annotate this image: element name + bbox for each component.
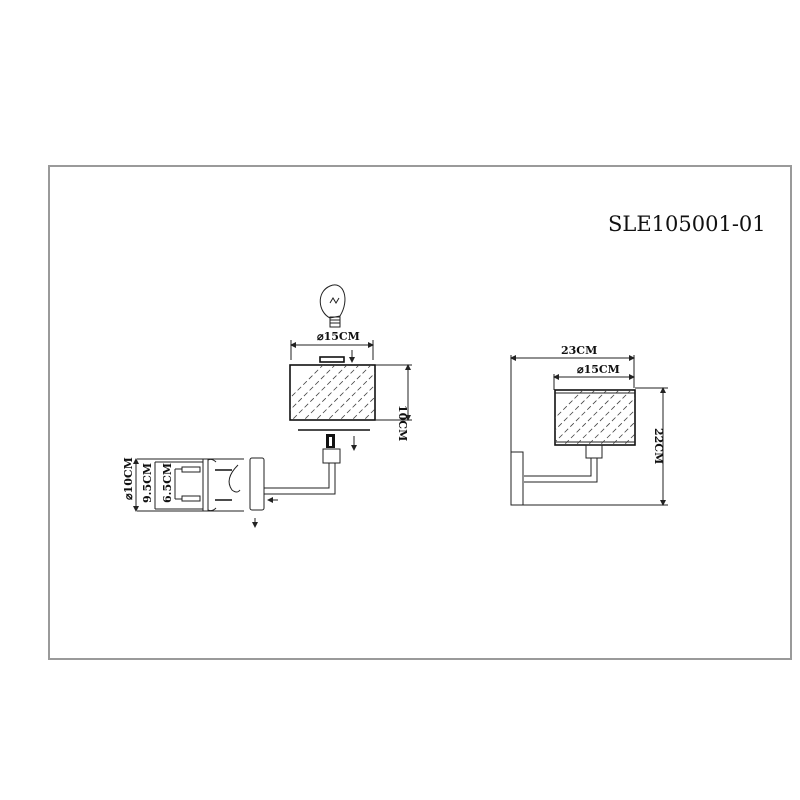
light-bulb-icon xyxy=(319,284,346,328)
socket xyxy=(585,444,603,459)
total-depth-label: 23CM xyxy=(561,344,597,357)
screw-icon xyxy=(215,469,232,501)
lamp-arm xyxy=(264,463,336,495)
shade-height-label: 10CM xyxy=(396,405,409,441)
backplate xyxy=(510,451,524,506)
mount-spacing-outer-label: 9.5CM xyxy=(141,463,154,503)
total-height-label: 22CM xyxy=(652,428,665,464)
mount-spacing-inner-label: 6.5CM xyxy=(161,463,174,503)
shade-diameter-label: ⌀15CM xyxy=(577,363,620,376)
lamp-arm xyxy=(524,458,598,483)
backplate-diameter-label: ⌀10CM xyxy=(122,457,135,500)
dimension-view: 23CM ⌀15CM xyxy=(510,344,668,506)
lamp-shade xyxy=(554,389,636,446)
assembly-view: ⌀15CM 10CM xyxy=(122,284,412,528)
shade-diameter-label: ⌀15CM xyxy=(317,330,360,343)
wall-plug-icon xyxy=(181,466,201,502)
model-code: SLE105001-01 xyxy=(608,212,766,236)
backplate xyxy=(249,457,265,511)
mounting-bracket xyxy=(181,458,241,512)
socket xyxy=(322,434,357,464)
lamp-shade xyxy=(289,364,376,421)
drawing-frame xyxy=(48,165,792,660)
shade-top-ring xyxy=(319,356,345,363)
